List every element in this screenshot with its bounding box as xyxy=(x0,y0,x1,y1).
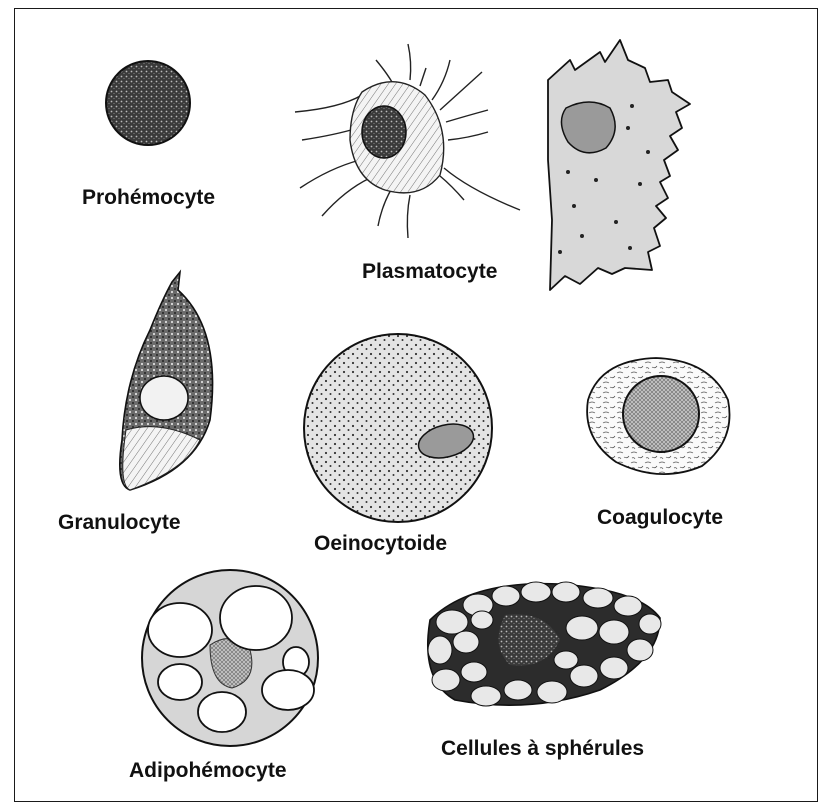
label-spherule-cells: Cellules à sphérules xyxy=(441,737,644,761)
coagulocyte-cell xyxy=(587,358,729,474)
oeinocytoide-cell xyxy=(304,334,492,522)
granulocyte-cell xyxy=(120,272,213,490)
label-prohemocyte: Prohémocyte xyxy=(82,186,215,210)
spherule-cell xyxy=(428,582,661,706)
label-coagulocyte: Coagulocyte xyxy=(597,506,723,530)
spiky-cell xyxy=(548,40,690,290)
label-oeinocytoide: Oeinocytoide xyxy=(314,532,447,556)
label-adipohemocyte: Adipohémocyte xyxy=(129,759,287,783)
prohemocyte-cell xyxy=(106,61,190,145)
label-plasmatocyte: Plasmatocyte xyxy=(362,260,497,284)
plasmatocyte-cell xyxy=(295,44,520,238)
label-granulocyte: Granulocyte xyxy=(58,511,181,535)
adipohemocyte-cell xyxy=(142,570,318,746)
